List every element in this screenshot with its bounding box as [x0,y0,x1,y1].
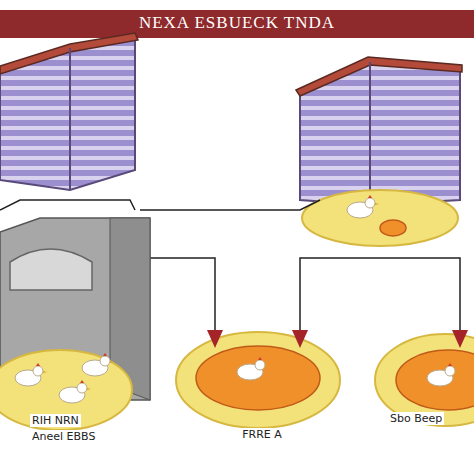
part-label: Aneel EBBS [30,430,97,443]
part-label: FRRE A [240,428,284,441]
right-shed [296,57,462,246]
header-band [0,10,474,38]
middle-nest [176,330,340,428]
left-shed [0,33,138,190]
grey-enclosure [0,218,150,430]
right-nest [375,330,474,426]
diagram-title: NEXA ESBUECK TNDA [139,13,335,33]
part-label: Sbo Beep [388,412,444,425]
part-label: RIH NRN [30,414,81,427]
